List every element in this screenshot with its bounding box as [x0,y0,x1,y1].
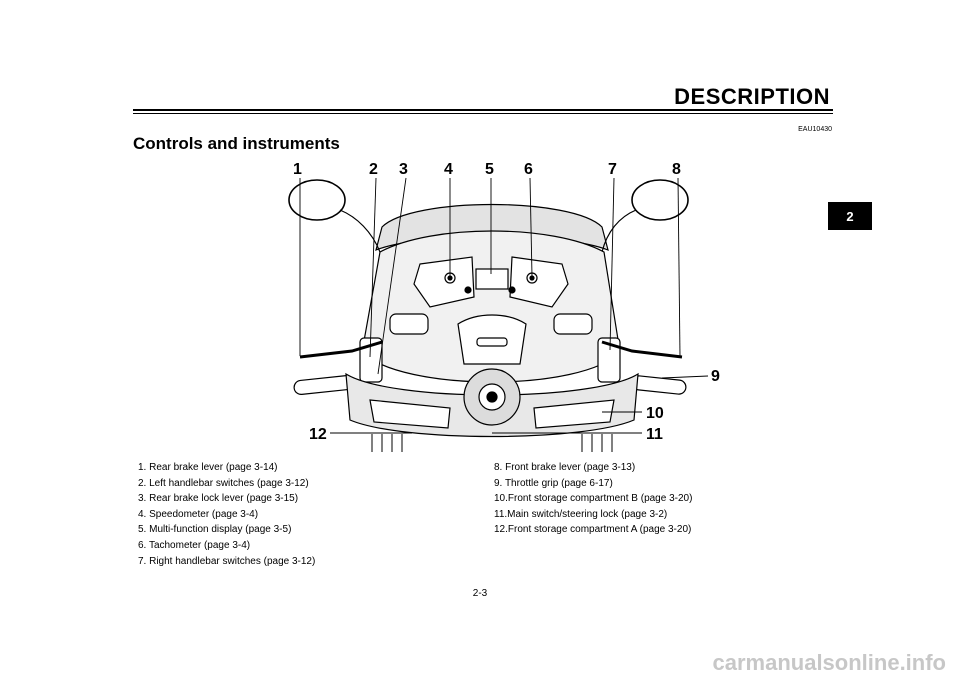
handlebar-illustration: 1 2 3 4 5 6 7 8 9 10 11 12 [288,161,720,452]
left-grip [293,374,355,396]
legend-item: 1. Rear brake lever (page 3-14) [138,462,278,473]
header-rule-thin [133,113,833,114]
callout-1: 1 [293,161,302,178]
right-mirror [631,179,689,221]
right-switch-housing [597,337,621,383]
callout-12: 12 [309,426,327,443]
legend-right: 8. Front brake lever (page 3-13) 9. Thro… [494,460,692,538]
document-code: EAU10430 [798,126,832,133]
right-reservoir [553,313,593,335]
center-console [457,314,527,365]
legend-item: 2. Left handlebar switches (page 3-12) [138,477,309,489]
callout-11: 11 [646,426,663,443]
speedometer-pod [413,256,475,308]
callout-10: 10 [646,405,664,422]
legend-item: 9. Throttle grip (page 6-17) [494,477,613,489]
legend-item: 7. Right handlebar switches (page 3-12) [138,555,316,567]
callout-8: 8 [672,161,681,178]
legend-item: 6. Tachometer (page 3-4) [138,539,251,551]
callout-6: 6 [524,161,533,178]
callout-5: 5 [485,161,494,178]
callout-9: 9 [711,368,720,385]
compartment-a-lid [369,399,451,429]
header-rule [133,109,833,111]
section-title: DESCRIPTION [674,84,830,109]
throttle-grip [631,375,687,395]
multi-function-display-box [475,268,509,290]
left-mirror [288,179,346,221]
legend-item: 5. Multi-function display (page 3-5) [138,524,292,536]
watermark: carmanualsonline.info [712,650,947,675]
callout-7: 7 [608,161,617,178]
page-heading: Controls and instruments [133,134,340,153]
legend-item: 10.Front storage compartment B (page 3-2… [494,493,693,505]
callout-4: 4 [444,161,453,178]
compartment-b-lid [533,399,615,429]
legend-item: 8. Front brake lever (page 3-13) [494,462,636,473]
legend-left: 1. Rear brake lever (page 3-14) 2. Left … [138,460,315,569]
page-number: 2-3 [472,588,488,599]
left-reservoir [389,313,429,335]
legend-item: 4. Speedometer (page 3-4) [138,508,259,520]
chapter-tab: 2 [828,202,872,230]
legend-item: 12.Front storage compartment A (page 3-2… [494,524,692,536]
legend-item: 11.Main switch/steering lock (page 3-2) [494,508,668,520]
callout-3: 3 [399,161,408,178]
callout-2: 2 [369,161,378,178]
legend-item: 3. Rear brake lock lever (page 3-15) [138,493,299,505]
